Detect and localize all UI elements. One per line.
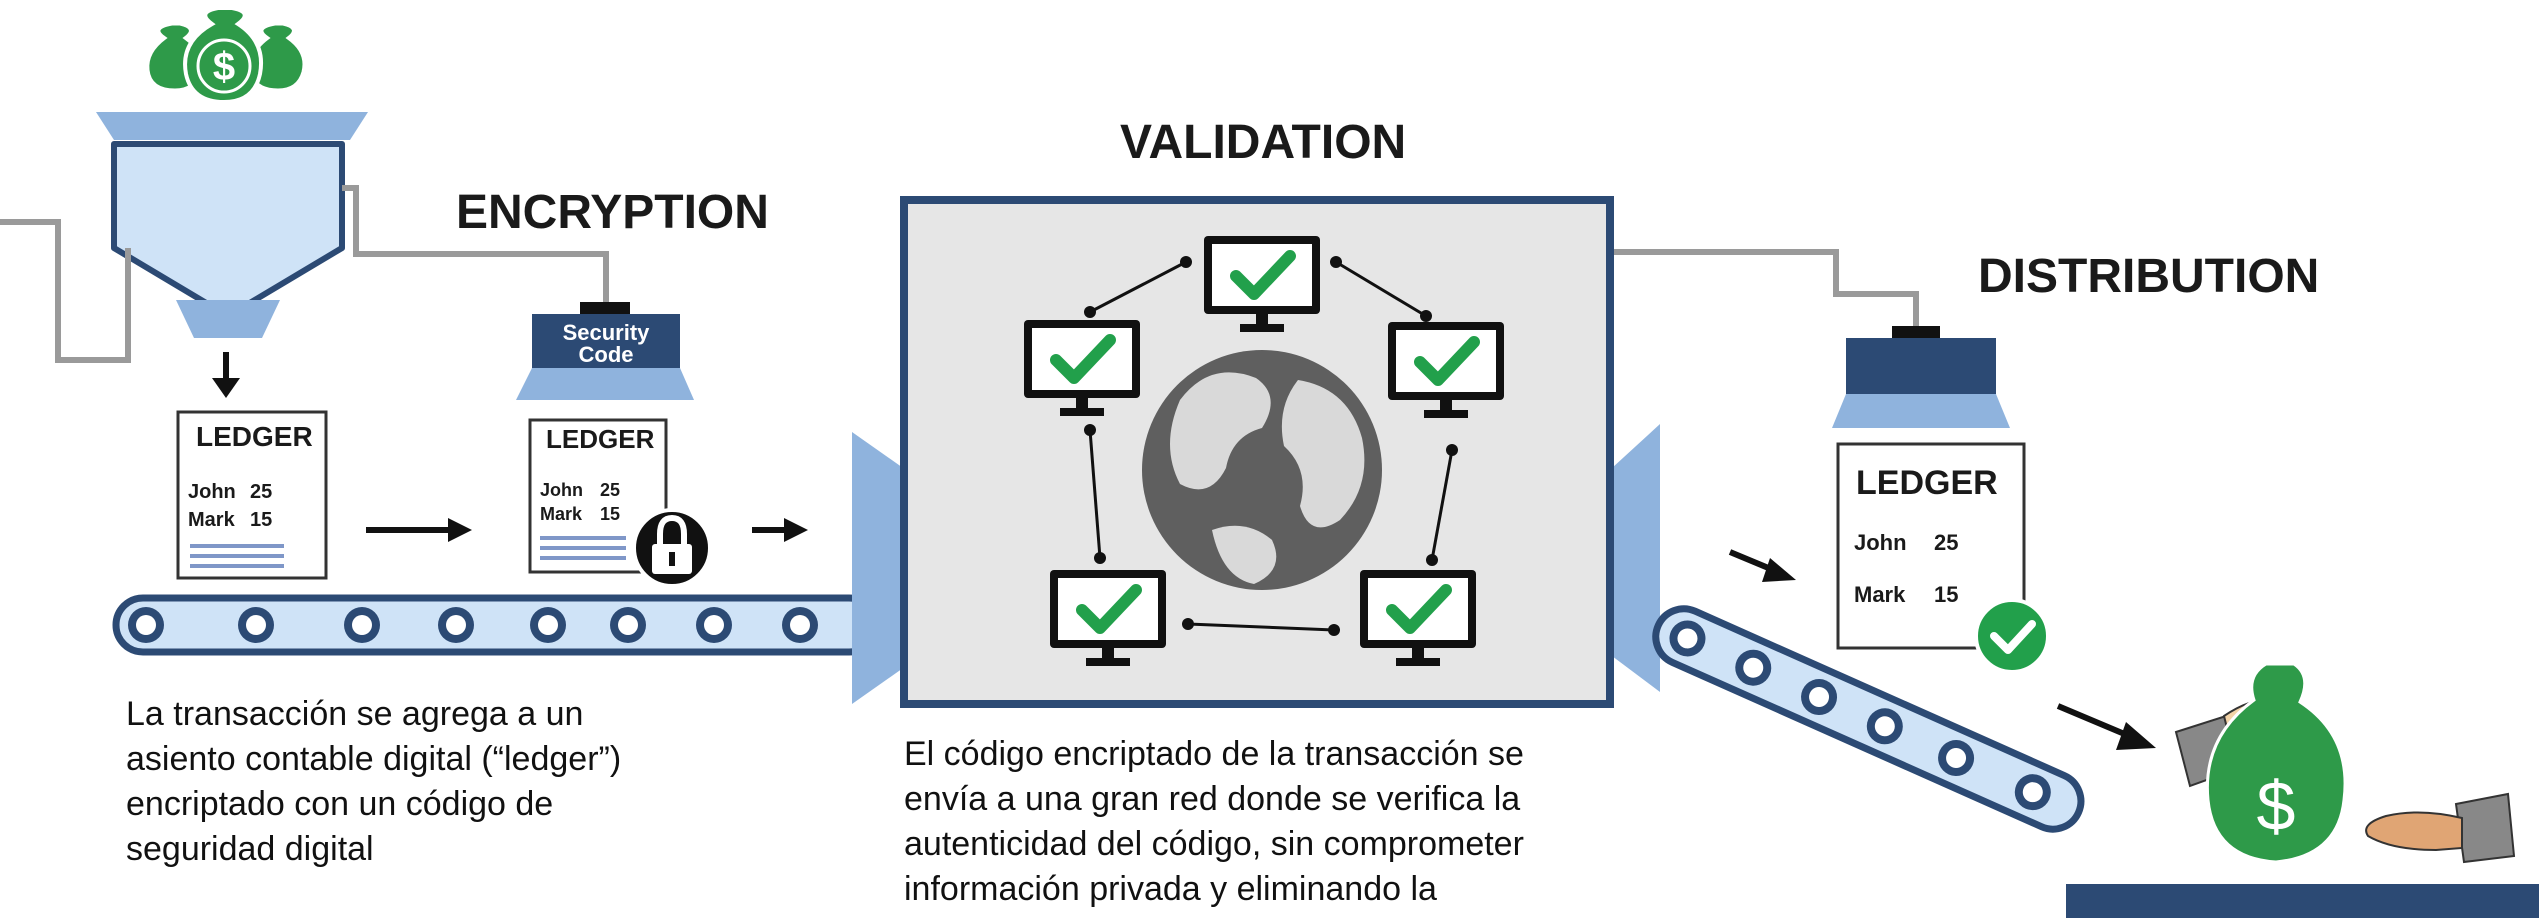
validation-network-box <box>852 196 1660 708</box>
arrow-icon <box>2056 703 2156 750</box>
svg-text:15: 15 <box>250 509 272 531</box>
svg-text:Mark: Mark <box>188 509 236 531</box>
svg-text:25: 25 <box>1934 530 1958 555</box>
connector-pipes <box>0 185 1919 363</box>
check-circle-icon <box>1974 598 2050 674</box>
conveyor-belt-left <box>112 594 880 656</box>
svg-text:John: John <box>540 480 583 500</box>
distribution-press <box>1832 326 2010 428</box>
security-code-press: Security Code <box>516 302 694 400</box>
svg-text:John: John <box>1854 530 1907 555</box>
funnel-icon <box>96 112 368 338</box>
ledger-document-1: LEDGER John 25 Mark 15 <box>176 410 328 580</box>
money-symbol: $ <box>213 45 235 89</box>
ground-bar <box>2066 884 2539 918</box>
heading-validation: VALIDATION <box>1120 116 1406 169</box>
money-bag-icon: $ <box>2205 662 2347 864</box>
svg-text:25: 25 <box>250 481 272 503</box>
svg-text:Mark: Mark <box>540 504 583 524</box>
caption-ledger-encryption: La transacción se agrega a un asiento co… <box>126 695 622 868</box>
svg-text:15: 15 <box>600 504 620 524</box>
svg-text:LEDGER: LEDGER <box>546 424 655 454</box>
heading-encryption: ENCRYPTION <box>456 186 769 239</box>
money-symbol: $ <box>2257 767 2296 845</box>
security-code-label-2: Code <box>579 342 634 367</box>
heading-distribution: DISTRIBUTION <box>1978 250 2319 303</box>
security-code-label-1: Security <box>563 320 651 345</box>
arrow-icon <box>366 518 472 542</box>
arrow-icon <box>1728 549 1796 582</box>
arrow-icon <box>212 352 240 398</box>
svg-text:John: John <box>188 481 236 503</box>
svg-text:15: 15 <box>1934 582 1958 607</box>
lock-icon <box>632 508 712 588</box>
caption-validation: El código encriptado de la transacción s… <box>904 735 1524 908</box>
globe-icon <box>1142 350 1382 590</box>
svg-text:LEDGER: LEDGER <box>1856 464 1998 502</box>
svg-text:LEDGER: LEDGER <box>196 421 313 452</box>
arrow-icon <box>752 518 808 542</box>
money-bags-icon: $ <box>146 6 306 105</box>
conveyor-belt-right <box>1652 605 2085 833</box>
svg-text:Mark: Mark <box>1854 582 1906 607</box>
hand-icon <box>2365 792 2516 864</box>
svg-text:25: 25 <box>600 480 620 500</box>
